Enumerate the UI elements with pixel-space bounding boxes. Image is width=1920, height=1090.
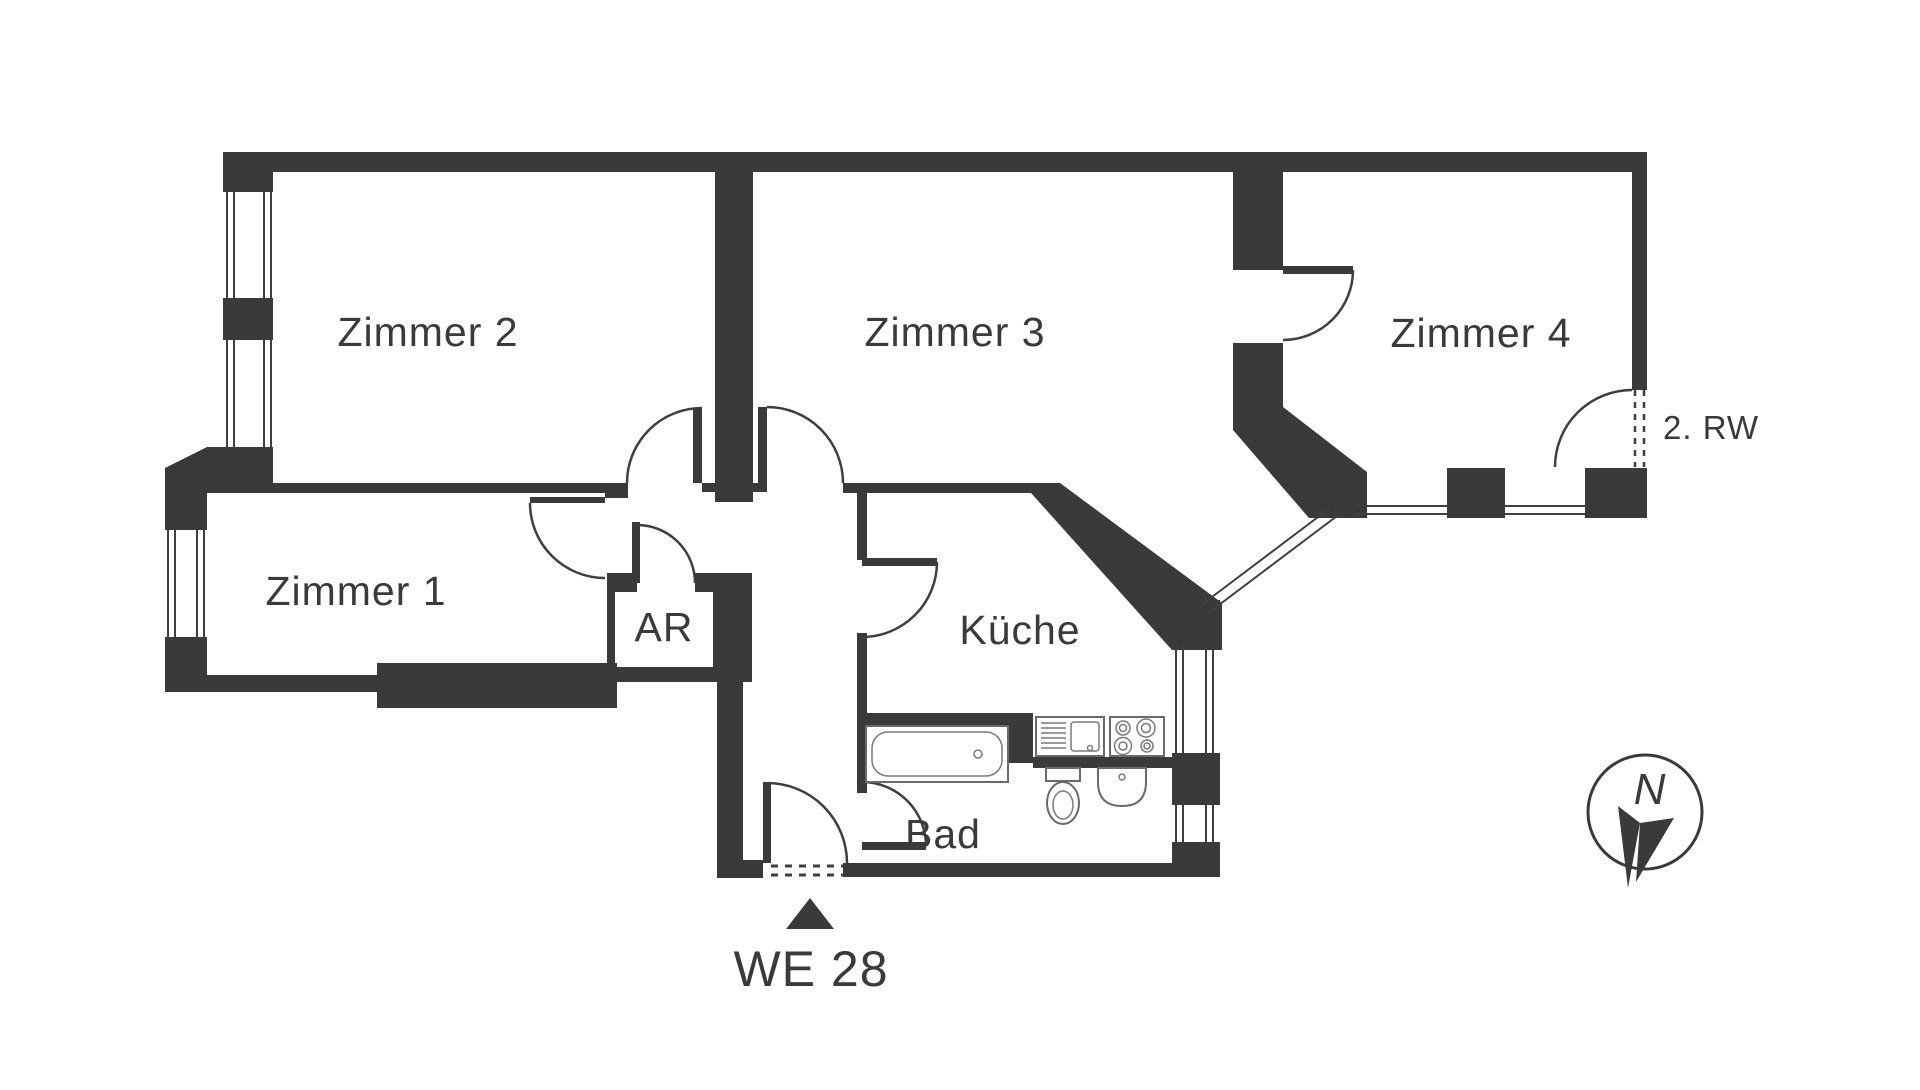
window-z2-lower [226, 340, 272, 447]
wall-hall-west-lower [717, 682, 743, 878]
room-label-zimmer1: Zimmer 1 [265, 568, 446, 614]
compass-needle-left [1618, 806, 1640, 888]
door-zimmer4 [1282, 266, 1355, 342]
wall-z4-bottom-seg1 [1309, 468, 1357, 518]
door-ar [632, 522, 697, 584]
wall-tub-pier [1007, 727, 1033, 763]
room-label-kueche: Küche [959, 607, 1080, 653]
door-escape-route [1553, 388, 1646, 468]
wall-stub-z1-door [605, 483, 628, 498]
wall-stub-right [753, 483, 767, 492]
wall-east-top [1172, 600, 1220, 647]
doors [528, 266, 1646, 877]
wall-hall-west-upper [713, 573, 752, 682]
entrance-arrow-icon [786, 898, 834, 929]
wall-z2-z3-partition [715, 172, 753, 502]
entrance-marker: WE 28 [733, 898, 888, 997]
wall-z1-top [165, 483, 605, 493]
window-z2-upper [226, 192, 272, 298]
wall-ar-left [607, 592, 615, 667]
compass-circle [1586, 753, 1704, 871]
wall-z4-bottom-pier [1447, 468, 1505, 518]
unit-label: WE 28 [733, 941, 888, 997]
door-bad [861, 780, 928, 850]
wall-z3-right-top [1233, 172, 1283, 270]
window-z4-bottom-left [1357, 505, 1447, 515]
wall-z4-right [1632, 152, 1647, 390]
wall-east-pier [1172, 753, 1220, 805]
wall-z4-bottom-corner [1585, 468, 1647, 518]
door-zimmer3 [758, 405, 845, 484]
room-label-bad: Bad [905, 811, 981, 857]
washbasin-icon [1097, 767, 1147, 808]
walls [165, 152, 1647, 878]
fixtures [865, 716, 1165, 825]
bathtub-icon [865, 725, 1009, 783]
wall-chamfer-block [165, 447, 273, 493]
compass-north-label: N [1634, 765, 1667, 814]
wall-east-corner [1172, 842, 1220, 877]
stove-icon [1109, 716, 1165, 757]
window-z4-bottom-right [1505, 505, 1585, 515]
door-zimmer1 [528, 497, 606, 580]
door-entrance [763, 781, 849, 877]
outer-wall-top [223, 152, 1647, 172]
wall-z2-left-top-pier [223, 172, 273, 192]
wall-kueche-top [843, 483, 1050, 493]
window-z1 [167, 530, 205, 637]
escape-route-label: 2. RW [1663, 409, 1759, 446]
wall-stub-left [702, 483, 715, 492]
room-label-zimmer4: Zimmer 4 [1390, 310, 1571, 356]
room-label-zimmer3: Zimmer 3 [864, 309, 1045, 355]
compass-needle-right [1636, 818, 1674, 882]
wall-entrance-foot [743, 860, 763, 878]
toilet-icon [1045, 767, 1081, 825]
door-kueche [861, 558, 939, 639]
wall-kueche-bad-divider [1033, 757, 1172, 768]
wall-south [843, 863, 1220, 877]
window-passage-glazing [1199, 507, 1338, 615]
windows [167, 192, 1585, 842]
window-bad-east [1175, 805, 1214, 842]
wall-tub-alcove-top [857, 713, 1033, 727]
wall-kueche-west-upper [857, 493, 867, 560]
wall-z1-bottom [165, 675, 377, 692]
wall-z1-bottom-block [377, 663, 617, 708]
room-label-zimmer2: Zimmer 2 [337, 309, 518, 355]
room-label-ar: AR [635, 604, 694, 650]
window-kueche-east [1175, 647, 1214, 753]
wall-ar-bottom [607, 667, 717, 682]
wall-z1-left-top-pier [165, 493, 207, 530]
room-labels: Zimmer 2 Zimmer 3 Zimmer 4 Zimmer 1 AR K… [265, 309, 1571, 857]
kitchen-sink-icon [1035, 716, 1105, 757]
north-compass-icon: N [1586, 753, 1704, 888]
wall-z2-left-mid-pier [223, 298, 273, 340]
door-zimmer2 [625, 406, 703, 484]
wall-ar-top-left [607, 573, 637, 592]
